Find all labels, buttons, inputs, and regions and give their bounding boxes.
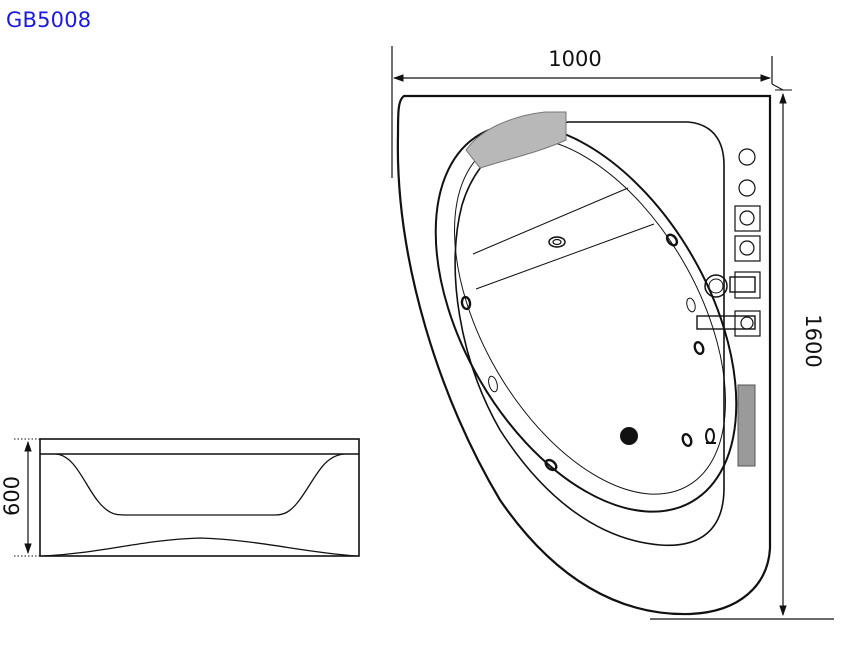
- width-label: 1000: [548, 47, 601, 71]
- height-label: 600: [0, 476, 24, 516]
- drain: [620, 427, 638, 445]
- jets: [460, 233, 705, 472]
- basin-profile: [55, 453, 345, 516]
- outer-shell: [396, 94, 772, 616]
- deck-rim: [454, 121, 725, 547]
- model-code-title: GB5008: [6, 8, 92, 32]
- length-dimension: 1600: [650, 89, 834, 620]
- control-buttons: [734, 148, 761, 337]
- basin-outer: [434, 123, 738, 513]
- headrest: [465, 111, 567, 169]
- side-outline: [39, 438, 360, 557]
- seat-line-upper: [472, 187, 629, 255]
- length-label: 1600: [801, 314, 825, 367]
- width-dimension: 1000: [391, 46, 784, 178]
- skirt-curve: [43, 537, 357, 557]
- tub-side-view: 600: [0, 438, 360, 557]
- tub-top-view: [396, 94, 772, 616]
- seat-line-lower: [475, 223, 655, 290]
- faucet: [696, 274, 756, 330]
- control-panel: [737, 384, 756, 467]
- overflow: [705, 428, 716, 444]
